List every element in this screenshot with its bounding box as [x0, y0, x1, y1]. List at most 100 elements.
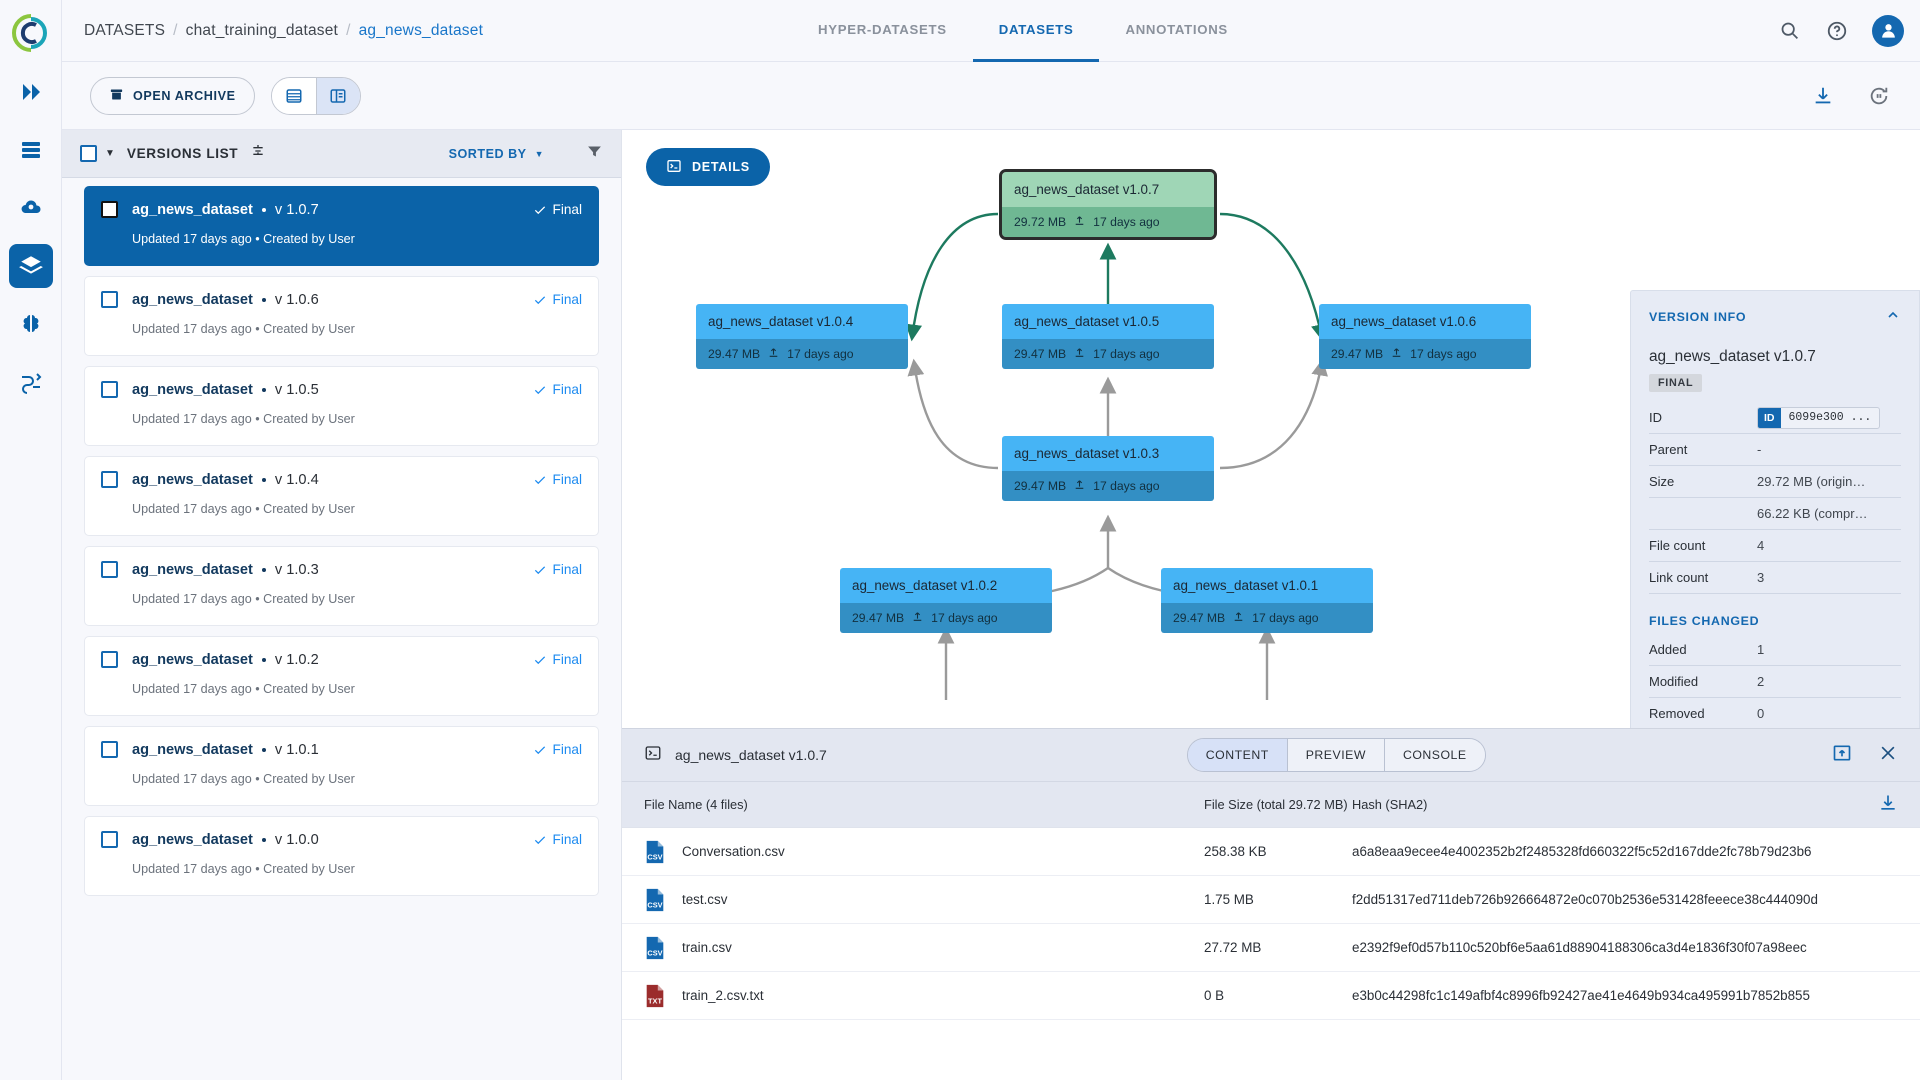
maximize-panel-icon[interactable] — [1832, 743, 1852, 768]
breadcrumb: DATASETS / chat_training_dataset / ag_ne… — [84, 22, 483, 40]
csv-file-icon: CSV — [646, 888, 664, 911]
breadcrumb-item-0[interactable]: DATASETS — [84, 21, 166, 39]
id-chip-tag: ID — [1758, 407, 1781, 428]
version-name: ag_news_dataset — [132, 201, 253, 218]
search-icon[interactable] — [1776, 18, 1802, 44]
split-view-icon[interactable] — [315, 77, 360, 114]
version-name: ag_news_dataset — [132, 741, 253, 758]
svg-text:CSV: CSV — [647, 948, 662, 957]
version-number: v 1.0.2 — [274, 651, 319, 668]
version-info-key: ID — [1649, 410, 1662, 425]
version-checkbox[interactable] — [101, 291, 118, 308]
tab-preview[interactable]: PREVIEW — [1286, 739, 1384, 771]
version-info-key: Size — [1649, 474, 1675, 489]
tab-hyper-datasets[interactable]: HYPER-DATASETS — [818, 22, 947, 37]
sorted-by-dropdown[interactable]: SORTED BY ▼ — [449, 147, 544, 161]
version-checkbox[interactable] — [101, 201, 118, 218]
help-circle-icon[interactable] — [1824, 18, 1850, 44]
download-icon[interactable] — [1878, 793, 1898, 816]
version-info-header[interactable]: VERSION INFO — [1649, 307, 1901, 326]
user-avatar-icon[interactable] — [1872, 14, 1904, 47]
breadcrumb-item-2[interactable]: ag_news_dataset — [358, 21, 484, 39]
column-hash: Hash (SHA2) — [1352, 797, 1428, 812]
version-info-key: File count — [1649, 538, 1706, 553]
clearml-logo-icon[interactable] — [8, 10, 54, 56]
datasets-layers-icon[interactable] — [8, 244, 53, 288]
version-number: v 1.0.1 — [274, 741, 319, 758]
version-meta: Updated 17 days ago • Created by User — [132, 322, 355, 336]
tab-content[interactable]: CONTENT — [1187, 739, 1287, 771]
version-checkbox[interactable] — [101, 561, 118, 578]
version-meta: Updated 17 days ago • Created by User — [132, 232, 355, 246]
version-name: ag_news_dataset — [132, 561, 253, 578]
tab-annotations[interactable]: ANNOTATIONS — [1125, 22, 1228, 37]
close-icon[interactable] — [1878, 743, 1898, 768]
version-number: v 1.0.5 — [274, 381, 319, 398]
version-checkbox[interactable] — [101, 471, 118, 488]
filter-icon[interactable] — [586, 143, 603, 165]
version-checkbox[interactable] — [101, 831, 118, 848]
version-meta: Updated 17 days ago • Created by User — [132, 502, 355, 516]
version-info-value: - — [1757, 442, 1762, 457]
list-settings-icon[interactable] — [250, 143, 266, 164]
version-checkbox[interactable] — [101, 651, 118, 668]
select-all-checkbox[interactable] — [80, 145, 97, 162]
workers-icon[interactable] — [9, 128, 53, 172]
files-changed-value: 0 — [1757, 706, 1765, 721]
node-size: 29.47 MB — [1014, 479, 1067, 493]
details-button[interactable]: DETAILS — [646, 148, 770, 186]
details-label: DETAILS — [692, 160, 750, 174]
auto-refresh-icon[interactable] — [1866, 83, 1892, 109]
version-number: v 1.0.6 — [274, 291, 319, 308]
table-view-icon[interactable] — [271, 77, 316, 114]
experiments-cloud-icon[interactable] — [9, 186, 53, 230]
file-size-cell: 258.38 KB — [1204, 844, 1267, 859]
tab-console[interactable]: CONSOLE — [1383, 739, 1485, 771]
node-size: 29.47 MB — [708, 347, 761, 361]
version-checkbox[interactable] — [101, 741, 118, 758]
version-meta: Updated 17 days ago • Created by User — [132, 682, 355, 696]
status-badge: Final — [533, 562, 582, 577]
reports-flow-icon[interactable] — [9, 360, 53, 404]
tab-datasets[interactable]: DATASETS — [972, 0, 1100, 62]
chevron-down-icon[interactable]: ▼ — [105, 148, 115, 159]
open-archive-button[interactable]: OPEN ARCHIVE — [90, 76, 255, 115]
breadcrumb-item-1[interactable]: chat_training_dataset — [185, 21, 339, 39]
pipelines-icon[interactable] — [9, 70, 53, 114]
versions-panel: ▼ VERSIONS LIST SORTED BY ▼ ag_news_data… — [62, 130, 622, 1080]
separator-dot — [261, 207, 266, 212]
models-brain-icon[interactable] — [9, 302, 53, 346]
download-icon[interactable] — [1810, 83, 1836, 109]
chevron-up-icon[interactable] — [1885, 307, 1901, 326]
version-checkbox[interactable] — [101, 381, 118, 398]
sub-toolbar: OPEN ARCHIVE — [62, 62, 1920, 130]
